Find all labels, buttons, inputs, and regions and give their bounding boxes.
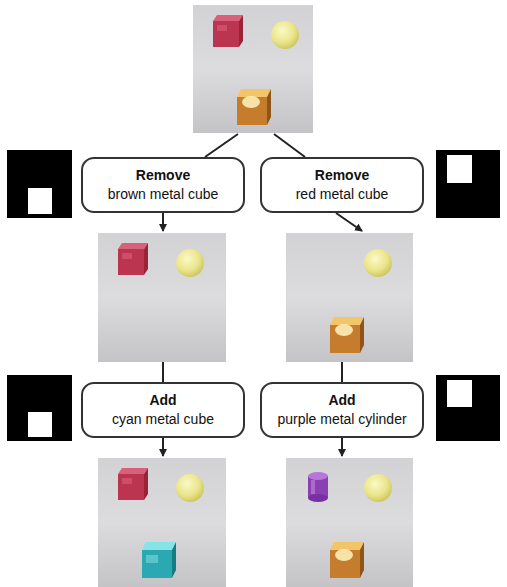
step-box: Removered metal cube — [260, 157, 424, 213]
step-box: Removebrown metal cube — [81, 157, 245, 213]
scene-photo — [98, 233, 226, 362]
operation-label: Add — [149, 391, 176, 410]
scene-photo — [286, 233, 413, 362]
mask-icon — [436, 375, 500, 441]
mask-icon — [436, 150, 500, 218]
operation-label: Remove — [136, 166, 190, 185]
object-label: red metal cube — [296, 185, 389, 204]
scene-photo — [193, 5, 313, 133]
mask-icon — [7, 150, 72, 218]
step-box: Addcyan metal cube — [81, 382, 245, 438]
operation-label: Add — [328, 391, 355, 410]
mask-icon — [7, 375, 72, 441]
object-label: purple metal cylinder — [277, 410, 406, 429]
scene-photo — [286, 458, 413, 587]
scene-photo — [98, 458, 226, 587]
operation-label: Remove — [315, 166, 369, 185]
object-label: cyan metal cube — [112, 410, 214, 429]
step-box: Addpurple metal cylinder — [260, 382, 424, 438]
object-label: brown metal cube — [108, 185, 219, 204]
